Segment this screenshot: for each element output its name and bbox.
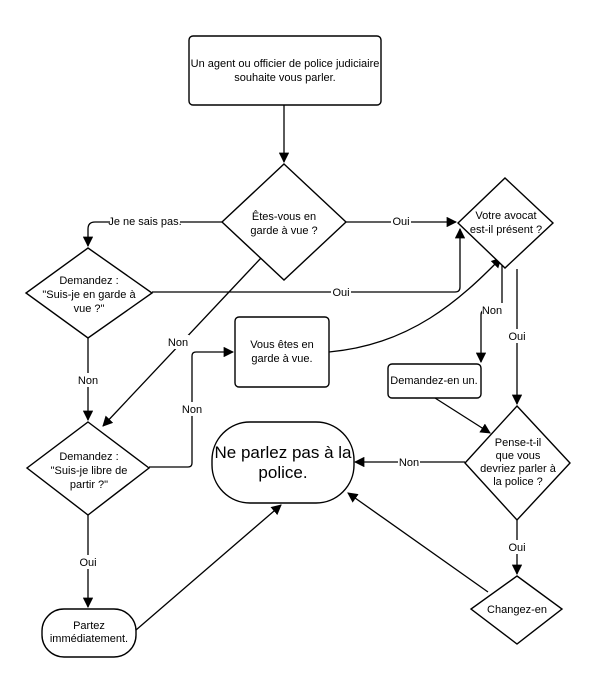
node-question-pense-t-il: Pense-t-il que vous devriez parler à la … xyxy=(464,404,571,522)
node-ask-gav-line-2: "Suis-je en garde à xyxy=(42,289,136,301)
node-start-line-1: Un agent ou officier de police judiciair… xyxy=(191,58,380,70)
edge-label-gav-non: Non xyxy=(168,337,188,349)
node-question-avocat: Votre avocat est-il présent ? xyxy=(456,177,555,269)
edge-label-je-ne-sais-pas: Je ne sais pas. xyxy=(108,216,181,228)
node-ask-libre-line-1: Demandez : xyxy=(59,451,118,463)
edge-labels: Je ne sais pas. Oui Non Oui Non Non Oui … xyxy=(77,214,527,569)
edge-vous-etes-gav-to-avocat xyxy=(328,257,502,353)
edge-label-ask-gav-oui: Oui xyxy=(332,287,349,299)
edge-label-avocat-non: Non xyxy=(482,305,502,317)
node-vous-etes-gav-line-2: garde à vue. xyxy=(251,353,312,365)
node-ask-libre-de-partir: Demandez : "Suis-je libre de partir ?" xyxy=(25,421,151,516)
edge-label-pense-oui: Oui xyxy=(508,542,525,554)
node-ask-libre-line-3: partir ?" xyxy=(70,479,108,491)
node-demandez-en-un: Demandez-en un. xyxy=(387,363,482,399)
edge-je-ne-sais-pas xyxy=(82,221,222,248)
node-q-pense-line-2: que vous xyxy=(496,450,541,462)
edge-label-ask-gav-non: Non xyxy=(78,375,98,387)
node-demandez-en-un-line-1: Demandez-en un. xyxy=(390,375,477,387)
edge-changez-en-to-ne-parlez-pas xyxy=(347,492,489,593)
node-q-pense-line-4: la police ? xyxy=(493,476,543,488)
node-start-line-2: souhaite vous parler. xyxy=(234,72,336,84)
node-q-gav-line-2: garde à vue ? xyxy=(250,225,317,237)
edge-demandez-en-un-to-pense xyxy=(434,397,491,434)
node-q-avocat-line-2: est-il présent ? xyxy=(470,224,542,236)
edge-label-libre-non: Non xyxy=(182,404,202,416)
node-ask-gav-line-1: Demandez : xyxy=(59,275,118,287)
edge-ask-gav-oui xyxy=(152,227,466,293)
node-vous-etes-en-garde-a-vue: Vous êtes en garde à vue. xyxy=(234,316,330,388)
node-partez-immediatement: Partez immédiatement. xyxy=(41,608,137,658)
edge-label-gav-oui: Oui xyxy=(392,216,409,228)
edge-label-pense-non: Non xyxy=(399,457,419,469)
node-partez-line-2: immédiatement. xyxy=(50,633,128,645)
node-vous-etes-gav-line-1: Vous êtes en xyxy=(250,339,314,351)
node-partez-line-1: Partez xyxy=(73,620,105,632)
node-ask-gav-line-3: vue ?" xyxy=(74,303,105,315)
node-start: Un agent ou officier de police judiciair… xyxy=(188,35,382,106)
edge-label-avocat-oui: Oui xyxy=(508,331,525,343)
node-ask-libre-line-2: "Suis-je libre de xyxy=(51,465,128,477)
node-ne-parlez-pas-line-1: Ne parlez pas à la xyxy=(214,443,352,462)
node-changez-en-line-1: Changez-en xyxy=(487,604,547,616)
edge-partez-to-ne-parlez-pas xyxy=(135,504,282,631)
node-question-garde-a-vue: Êtes-vous en garde à vue ? xyxy=(220,163,348,281)
edge-label-libre-oui: Oui xyxy=(79,557,96,569)
node-q-gav-line-1: Êtes-vous en xyxy=(252,210,316,223)
node-ne-parlez-pas-a-la-police: Ne parlez pas à la police. xyxy=(211,421,355,504)
node-q-pense-line-3: devriez parler à xyxy=(480,463,557,475)
node-changez-en: Changez-en xyxy=(469,575,564,645)
node-q-avocat-line-1: Votre avocat xyxy=(475,210,536,222)
node-q-pense-line-1: Pense-t-il xyxy=(495,437,541,449)
node-ne-parlez-pas-line-2: police. xyxy=(258,463,307,482)
node-ask-garde-a-vue: Demandez : "Suis-je en garde à vue ?" xyxy=(24,247,154,339)
